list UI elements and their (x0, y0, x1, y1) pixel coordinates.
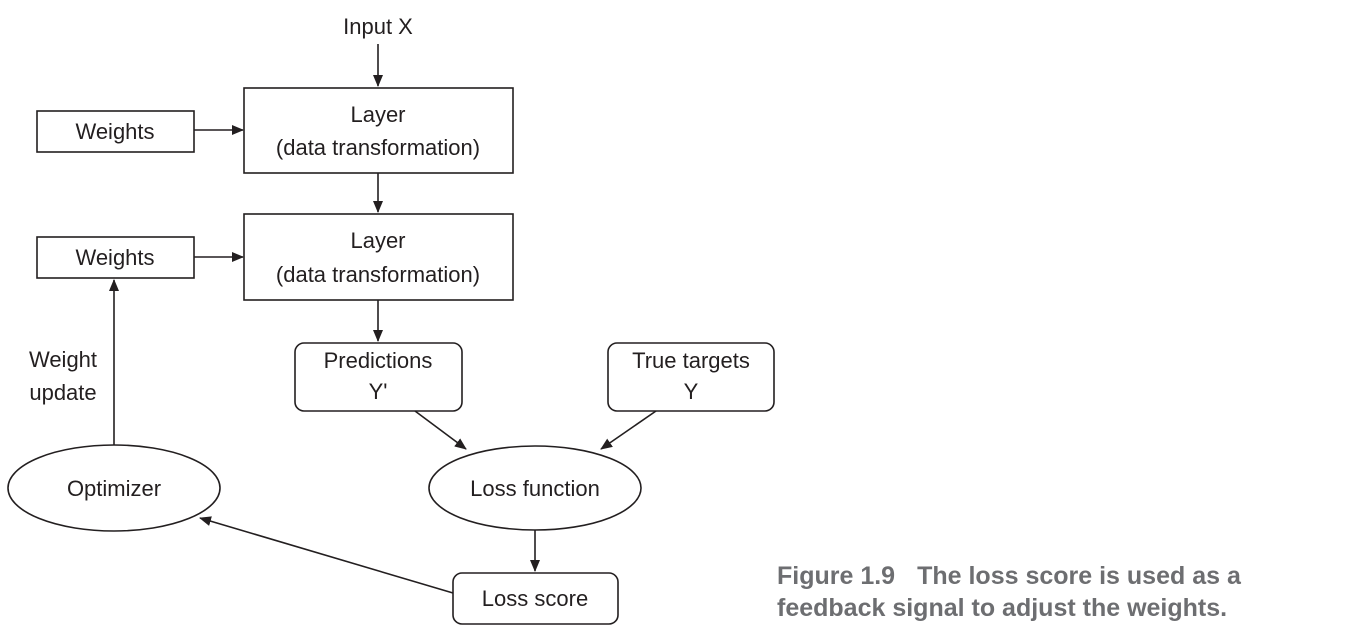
layer-box-2 (243, 213, 514, 301)
loss-score-box (452, 572, 619, 625)
layer-box-1 (243, 87, 514, 174)
edge-loss-score-to-optimizer (199, 516, 454, 594)
true-targets-symbol: Y (684, 379, 699, 404)
predictions-symbol: Y' (369, 379, 388, 404)
true-targets-label: True targets (632, 348, 750, 373)
weights-box-2 (36, 236, 195, 279)
layer-label-1: Layer (350, 102, 405, 127)
weight-update-label: Weight (29, 347, 97, 372)
loss-function-label: Loss function (470, 476, 600, 501)
edge-predictions-to-loss-function (414, 410, 467, 450)
figure-caption: Figure 1.9 The loss score is used as a fe… (777, 560, 1357, 624)
true-targets-box (607, 342, 775, 412)
optimizer-label: Optimizer (67, 476, 161, 501)
caption-text-1: The loss score is used as a (917, 562, 1241, 590)
loss-score-label: Loss score (482, 586, 588, 611)
caption-line-2: feedback signal to adjust the weights. (777, 592, 1357, 624)
layer-sublabel-2: (data transformation) (276, 262, 480, 287)
input-label: Input X (343, 14, 413, 39)
weights-box-1 (36, 110, 195, 153)
weight-update-sublabel: update (29, 380, 96, 405)
weights-label-2: Weights (75, 245, 154, 270)
layer-sublabel-1: (data transformation) (276, 135, 480, 160)
figure-number: Figure 1.9 (777, 562, 896, 590)
caption-text-2: feedback signal to adjust the weights. (777, 594, 1228, 622)
edge-true-targets-to-loss-function (600, 410, 657, 450)
predictions-label: Predictions (324, 348, 433, 373)
predictions-box (294, 342, 463, 412)
layer-label-2: Layer (350, 228, 405, 253)
weights-label-1: Weights (75, 119, 154, 144)
caption-line-1: Figure 1.9 The loss score is used as a (777, 560, 1357, 592)
